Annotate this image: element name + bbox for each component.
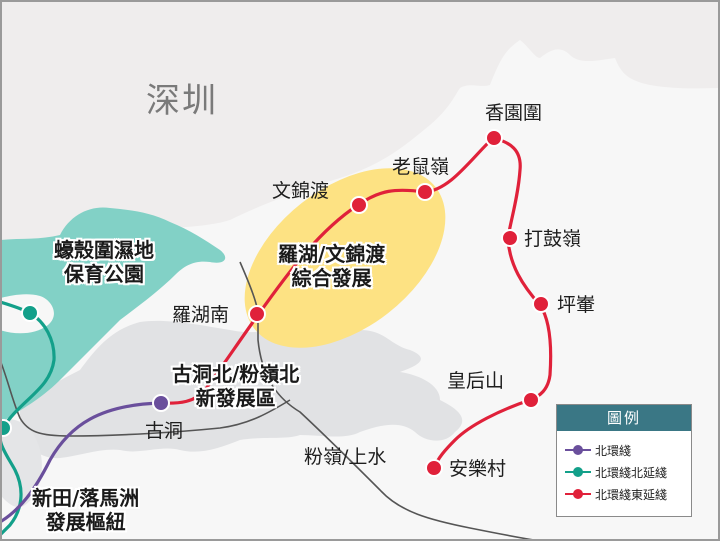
north-ext-station-2 xyxy=(2,419,12,437)
station-label-lo-wu-south: 羅湖南 xyxy=(172,304,230,326)
station-label-fanling-sheung-shui: 粉嶺/上水 xyxy=(304,446,387,468)
station-dot-man-kam-to xyxy=(350,196,368,214)
station-label-ping-che: 坪輋 xyxy=(557,294,596,316)
zone-line-1: 羅湖/文錦渡 xyxy=(278,242,386,266)
zone-line-1: 新田/落馬洲 xyxy=(32,486,140,510)
zone-line-2: 發展樞紐 xyxy=(45,510,126,534)
station-dot-queens-hill xyxy=(522,391,540,409)
northern-link-line xyxy=(2,401,161,523)
city-label-shenzhen: 深圳 xyxy=(146,81,218,121)
station-dot-lo-shue-ling xyxy=(416,183,434,201)
station-dot-lo-wu-south xyxy=(248,305,266,323)
station-label-man-kam-to: 文錦渡 xyxy=(272,180,330,202)
station-label-lo-shue-ling: 老鼠嶺 xyxy=(392,156,450,178)
zone-line-1: 蠔殼圍濕地 xyxy=(54,238,154,262)
legend: 圖例 北環綫 北環綫北延綫 北環綫東延綫 xyxy=(556,404,692,517)
north-ext-station-1 xyxy=(21,304,39,322)
zone-line-1: 古洞北/粉嶺北 xyxy=(172,362,300,386)
station-label-on-lok-tsuen: 安樂村 xyxy=(449,458,507,480)
zone-line-2: 綜合發展 xyxy=(291,266,372,290)
station-dot-on-lok-tsuen xyxy=(425,459,443,477)
developed-area-2 xyxy=(2,419,42,508)
zone-label-mai-po: 蠔殼圍濕地 保育公園 xyxy=(54,238,154,286)
zone-label-san-tin: 新田/落馬洲 發展樞紐 xyxy=(32,486,139,534)
line-station-icon xyxy=(565,467,591,477)
zone-label-kwu-tung: 古洞北/粉嶺北 新發展區 xyxy=(172,362,299,410)
legend-item-label: 北環綫 xyxy=(595,443,632,458)
zone-line-2: 新發展區 xyxy=(195,386,276,410)
station-label-heung-yuen-wai: 香園圍 xyxy=(485,102,543,124)
legend-title: 圖例 xyxy=(557,405,691,431)
line-station-icon xyxy=(565,489,591,499)
legend-item-east-extension: 北環綫東延綫 xyxy=(565,483,691,505)
existing-rail-west xyxy=(2,363,291,437)
zone-label-lo-wu: 羅湖/文錦渡 綜合發展 xyxy=(278,242,385,290)
station-dot-ta-kwu-ling xyxy=(501,229,519,247)
legend-item-northern-link: 北環綫 xyxy=(565,439,691,461)
station-dot-kwu-tung xyxy=(152,394,170,412)
zone-line-2: 保育公園 xyxy=(64,262,144,286)
lo-wu-zone-ellipse xyxy=(244,168,446,348)
legend-items: 北環綫 北環綫北延綫 北環綫東延綫 xyxy=(557,431,691,505)
legend-item-label: 北環綫東延綫 xyxy=(595,487,668,502)
station-label-queens-hill: 皇后山 xyxy=(447,370,505,392)
station-dot-heung-yuen-wai xyxy=(485,129,503,147)
legend-item-label: 北環綫北延綫 xyxy=(595,465,668,480)
wetland-park xyxy=(2,207,226,420)
legend-item-north-extension: 北環綫北延綫 xyxy=(565,461,691,483)
line-station-icon xyxy=(565,445,591,455)
station-dot-ping-che xyxy=(532,295,550,313)
station-label-kwu-tung: 古洞 xyxy=(145,420,184,442)
station-label-ta-kwu-ling: 打鼓嶺 xyxy=(524,228,582,250)
developed-area xyxy=(20,320,463,459)
